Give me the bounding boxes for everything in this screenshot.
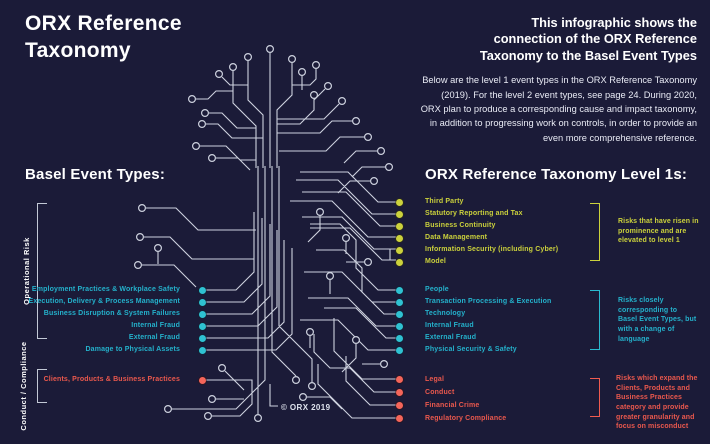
node-dot — [199, 346, 206, 354]
node-dot — [396, 402, 403, 409]
orx-item-row: Model — [393, 256, 693, 268]
operational-risk-bracket — [37, 203, 47, 339]
node-dot — [396, 222, 403, 230]
intro-heading: This infographic shows the connection of… — [479, 15, 697, 63]
orx-item-row: Regulatory Compliance — [393, 412, 693, 425]
node-dot — [396, 298, 403, 306]
page-title-line2: Taxonomy — [25, 39, 131, 63]
orx-item-label: Model — [425, 258, 446, 265]
node-dot — [199, 376, 206, 384]
orx-item-row: Technology — [393, 308, 693, 320]
basel-item-row: Employment Practices & Workplace Safety — [26, 284, 206, 296]
node-dot — [396, 346, 403, 354]
node-dot — [396, 415, 403, 422]
orx-item-row: People — [393, 284, 693, 296]
orx-item-label: Internal Fraud — [425, 322, 474, 329]
orx-item-label: Data Management — [425, 234, 488, 241]
basel-item-row: Internal Fraud — [26, 320, 206, 332]
basel-item-row: External Fraud — [26, 332, 206, 344]
orx-item-label: External Fraud — [425, 334, 477, 341]
orx-item-label: People — [425, 286, 449, 293]
node-dot — [396, 322, 403, 330]
expanded-risks-note: Risks which expand the Clients, Products… — [616, 375, 698, 431]
page-title: ORX Reference Taxonomy — [25, 10, 182, 65]
orx-item-row: Business Continuity — [393, 220, 693, 232]
elevated-risks-note: Risks that have risen in prominence and … — [618, 218, 699, 245]
intro-body: Below are the level 1 event types in the… — [420, 75, 697, 143]
orx-item-row: Statutory Reporting and Tax — [393, 208, 693, 220]
basel-item-label: Business Disruption & System Failures — [43, 310, 180, 317]
basel-item-label: Clients, Products & Business Practices — [43, 376, 180, 383]
orx-item-row: Legal — [393, 373, 693, 386]
node-dot — [396, 246, 403, 254]
orx-item-row: Third Party — [393, 196, 693, 208]
basel-item-label: Internal Fraud — [131, 322, 180, 329]
orx-item-row: Transaction Processing & Execution — [393, 296, 693, 308]
basel-item-label: Damage to Physical Assets — [85, 346, 180, 353]
node-dot — [199, 334, 206, 342]
basel-heading: Basel Event Types: — [25, 166, 166, 183]
node-dot — [396, 210, 403, 218]
orx-item-label: Business Continuity — [425, 222, 496, 229]
node-dot — [396, 258, 403, 266]
node-dot — [396, 234, 403, 242]
orx-item-row: Data Management — [393, 232, 693, 244]
orx-item-row: Physical Security & Safety — [393, 344, 693, 356]
orx-item-row: Financial Crime — [393, 399, 693, 412]
corresponding-risks-note: Risks closely corresponding to Basel Eve… — [618, 297, 697, 343]
orx-item-label: Technology — [425, 310, 466, 317]
node-dot — [396, 310, 403, 318]
orx-item-row: External Fraud — [393, 332, 693, 344]
node-dot — [396, 286, 403, 294]
node-dot — [199, 322, 206, 330]
orx-item-label: Legal — [425, 376, 445, 383]
conduct-compliance-bracket — [37, 369, 47, 403]
orx-item-label: Physical Security & Safety — [425, 346, 517, 353]
node-dot — [396, 389, 403, 396]
corresponding-risks-bracket — [590, 290, 600, 350]
basel-item-label: External Fraud — [128, 334, 180, 341]
orx-item-label: Financial Crime — [425, 402, 480, 409]
node-dot — [199, 286, 206, 294]
node-dot — [396, 376, 403, 383]
copyright-text: © ORX 2019 — [281, 403, 331, 412]
orx-item-row: Internal Fraud — [393, 320, 693, 332]
node-dot — [396, 198, 403, 206]
elevated-risks-bracket — [590, 203, 600, 261]
page-title-line1: ORX Reference — [25, 12, 182, 35]
basel-item-row: Clients, Products & Business Practices — [26, 374, 206, 386]
orx-item-row: Information Security (including Cyber) — [393, 244, 693, 256]
orx-item-label: Regulatory Compliance — [425, 415, 507, 422]
orx-heading: ORX Reference Taxonomy Level 1s: — [425, 166, 688, 183]
expanded-risks-bracket — [590, 378, 600, 417]
orx-item-label: Information Security (including Cyber) — [425, 246, 559, 253]
node-dot — [396, 334, 403, 342]
orx-item-label: Statutory Reporting and Tax — [425, 210, 523, 217]
basel-item-label: Execution, Delivery & Process Management — [28, 298, 180, 305]
basel-item-label: Employment Practices & Workplace Safety — [31, 286, 180, 293]
node-dot — [199, 310, 206, 318]
orx-item-row: Conduct — [393, 386, 693, 399]
basel-item-row: Damage to Physical Assets — [26, 344, 206, 356]
node-dot — [199, 298, 206, 306]
intro-block: This infographic shows the connection of… — [419, 15, 697, 145]
basel-item-row: Execution, Delivery & Process Management — [26, 296, 206, 308]
orx-item-label: Transaction Processing & Execution — [425, 298, 552, 305]
orx-item-label: Third Party — [425, 198, 464, 205]
basel-item-row: Business Disruption & System Failures — [26, 308, 206, 320]
orx-item-label: Conduct — [425, 389, 455, 396]
